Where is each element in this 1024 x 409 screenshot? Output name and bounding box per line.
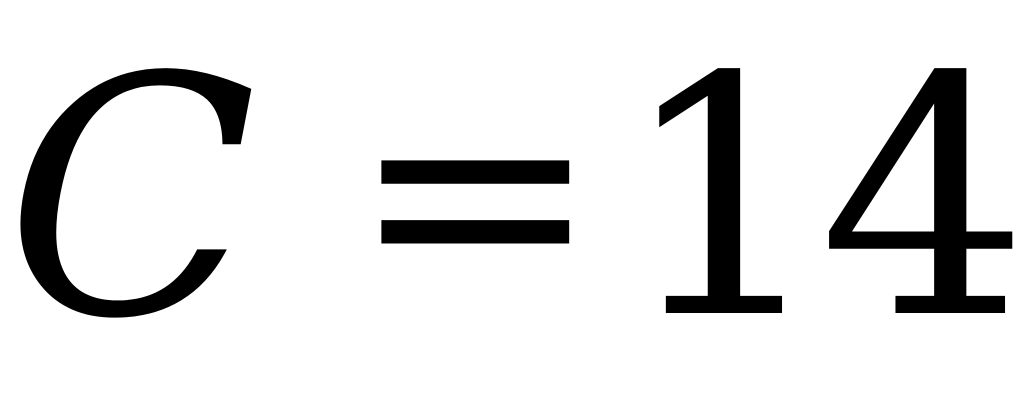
equation-value: 14 xyxy=(618,6,1024,391)
equals-sign: = xyxy=(349,17,601,367)
equation-variable: C xyxy=(5,6,258,391)
